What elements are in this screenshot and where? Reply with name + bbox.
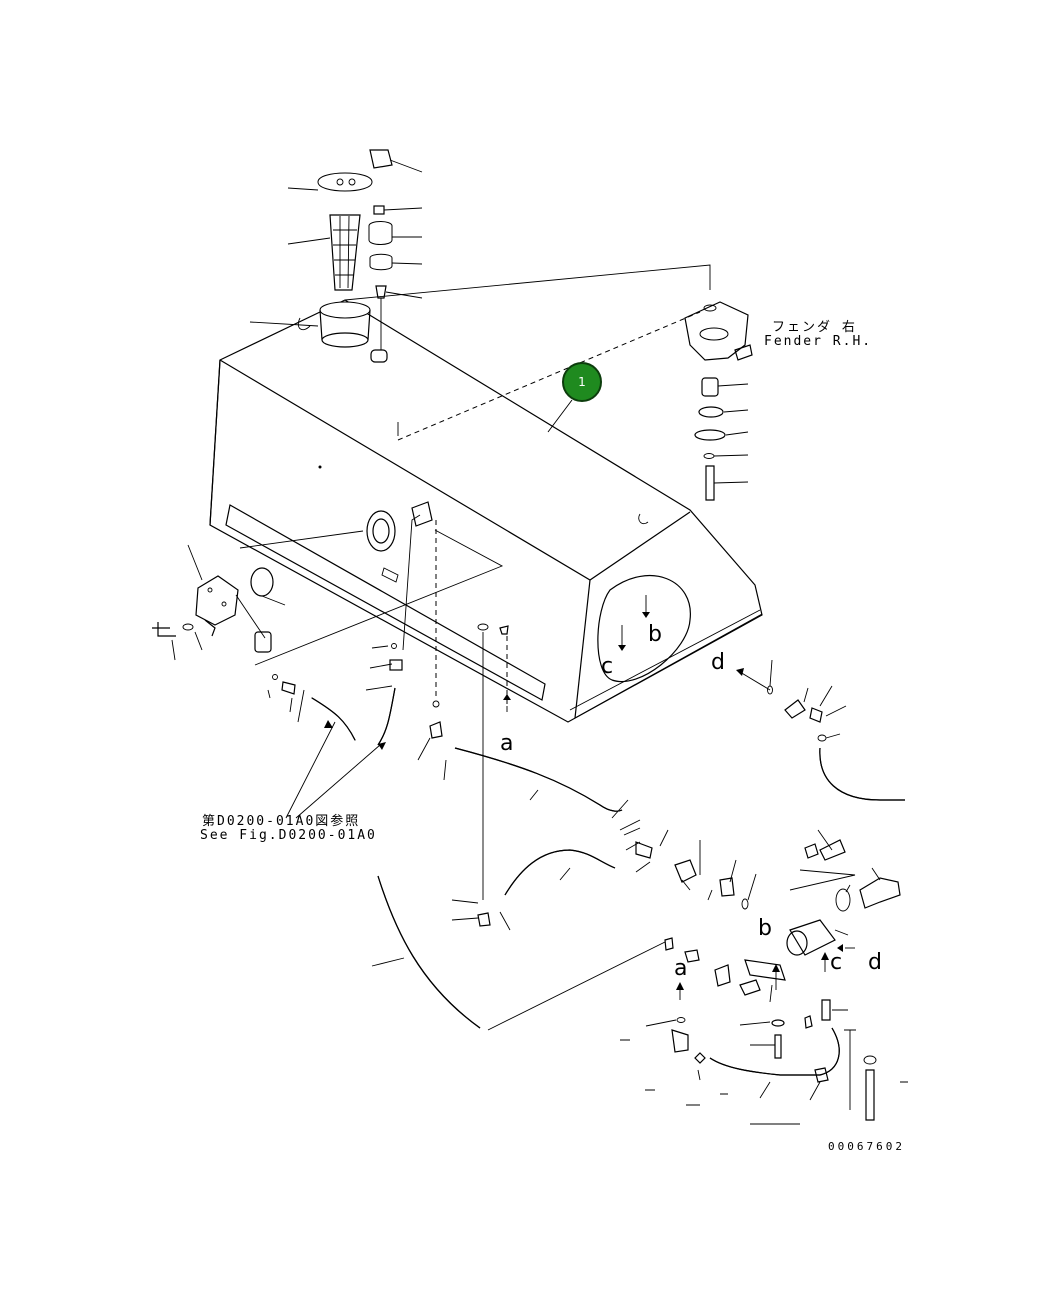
fender-label-jp: フェンダ 右 (772, 320, 857, 335)
side-cover-group (152, 529, 504, 666)
connection-label-b-bottom: b (758, 916, 772, 941)
hose-group-center (371, 520, 669, 1031)
fender-mount-group (684, 301, 753, 501)
connection-label-c-inside: c (601, 654, 614, 679)
connection-label-c-bottom: c (830, 950, 843, 975)
reference-label-en: See Fig.D0200-01A0 (200, 828, 377, 843)
connection-label-b-inside: b (648, 622, 662, 647)
connection-label-a-bottom: a (674, 956, 688, 981)
reference-label-jp: 第D0200-01A0図参照 (202, 814, 361, 829)
drawing-number: 00067602 (828, 1140, 905, 1153)
fuel-tank (209, 299, 763, 723)
connection-label-d-right: d (711, 650, 725, 675)
hose-group-right (620, 659, 908, 1125)
callout-badge-1[interactable]: 1 (562, 362, 602, 402)
connection-arrows (324, 595, 855, 1000)
fender-label-en: Fender R.H. (764, 334, 873, 349)
hose-group-left (267, 514, 421, 819)
connection-label-a-top: a (500, 731, 514, 756)
filler-cap-assembly (249, 149, 423, 363)
connection-label-d-bottom: d (868, 950, 882, 975)
